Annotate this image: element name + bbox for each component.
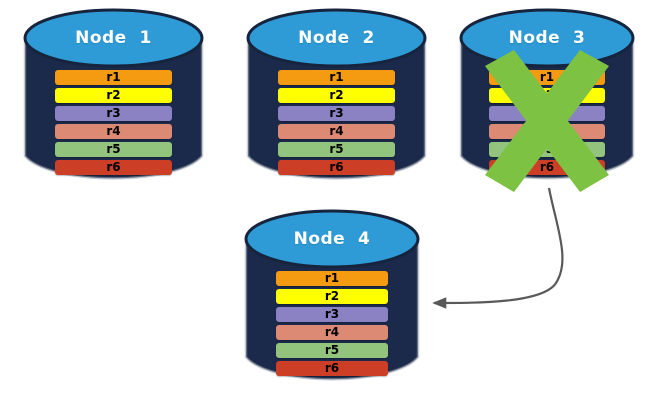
data-row-label: r1 [539, 70, 555, 84]
data-row: r4 [489, 124, 605, 139]
data-row-label: r4 [539, 124, 555, 138]
data-row: r5 [276, 343, 388, 358]
data-row: r4 [278, 124, 395, 139]
data-row: r2 [276, 289, 388, 304]
data-row: r1 [276, 271, 388, 286]
data-row-label: r5 [539, 142, 555, 156]
data-row: r2 [278, 88, 395, 103]
data-row: r6 [489, 160, 605, 175]
data-row: r5 [489, 142, 605, 157]
data-row-label: r1 [329, 70, 344, 84]
data-row: r5 [55, 142, 172, 157]
data-row: r6 [278, 160, 395, 175]
data-row-label: r2 [324, 289, 340, 303]
data-row: r6 [55, 160, 172, 175]
data-row-label: r6 [324, 361, 340, 375]
data-row-label: r6 [539, 160, 555, 174]
data-row-label: r6 [106, 160, 121, 174]
data-row-label: r5 [106, 142, 121, 156]
data-row: r1 [55, 70, 172, 85]
node-3-rows: r1 r2 r3 r4 r5 r6 [458, 70, 636, 175]
data-row: r4 [55, 124, 172, 139]
data-row: r1 [278, 70, 395, 85]
data-row-label: r2 [539, 88, 555, 102]
data-row-label: r4 [329, 124, 344, 138]
data-row: r2 [55, 88, 172, 103]
data-row: r1 [489, 70, 605, 85]
data-row-label: r1 [324, 271, 340, 285]
data-row-label: r5 [324, 343, 340, 357]
data-row: r6 [276, 361, 388, 376]
data-row: r3 [489, 106, 605, 121]
data-row-label: r6 [329, 160, 344, 174]
data-row-label: r3 [329, 106, 344, 120]
data-row-label: r2 [106, 88, 121, 102]
data-row-label: r4 [106, 124, 121, 138]
data-row: r5 [278, 142, 395, 157]
node-4-rows: r1 r2 r3 r4 r5 r6 [243, 271, 421, 376]
node-2-rows: r1 r2 r3 r4 r5 r6 [245, 70, 428, 175]
data-row-label: r4 [324, 325, 340, 339]
data-row-label: r1 [106, 70, 121, 84]
data-row-label: r2 [329, 88, 344, 102]
data-row: r4 [276, 325, 388, 340]
data-row: r3 [276, 307, 388, 322]
data-row-label: r3 [539, 106, 555, 120]
data-row: r2 [489, 88, 605, 103]
data-row-label: r3 [324, 307, 340, 321]
data-row: r3 [278, 106, 395, 121]
data-row-label: r3 [106, 106, 121, 120]
node-1-rows: r1 r2 r3 r4 r5 r6 [22, 70, 205, 175]
data-row: r3 [55, 106, 172, 121]
data-row-label: r5 [329, 142, 344, 156]
